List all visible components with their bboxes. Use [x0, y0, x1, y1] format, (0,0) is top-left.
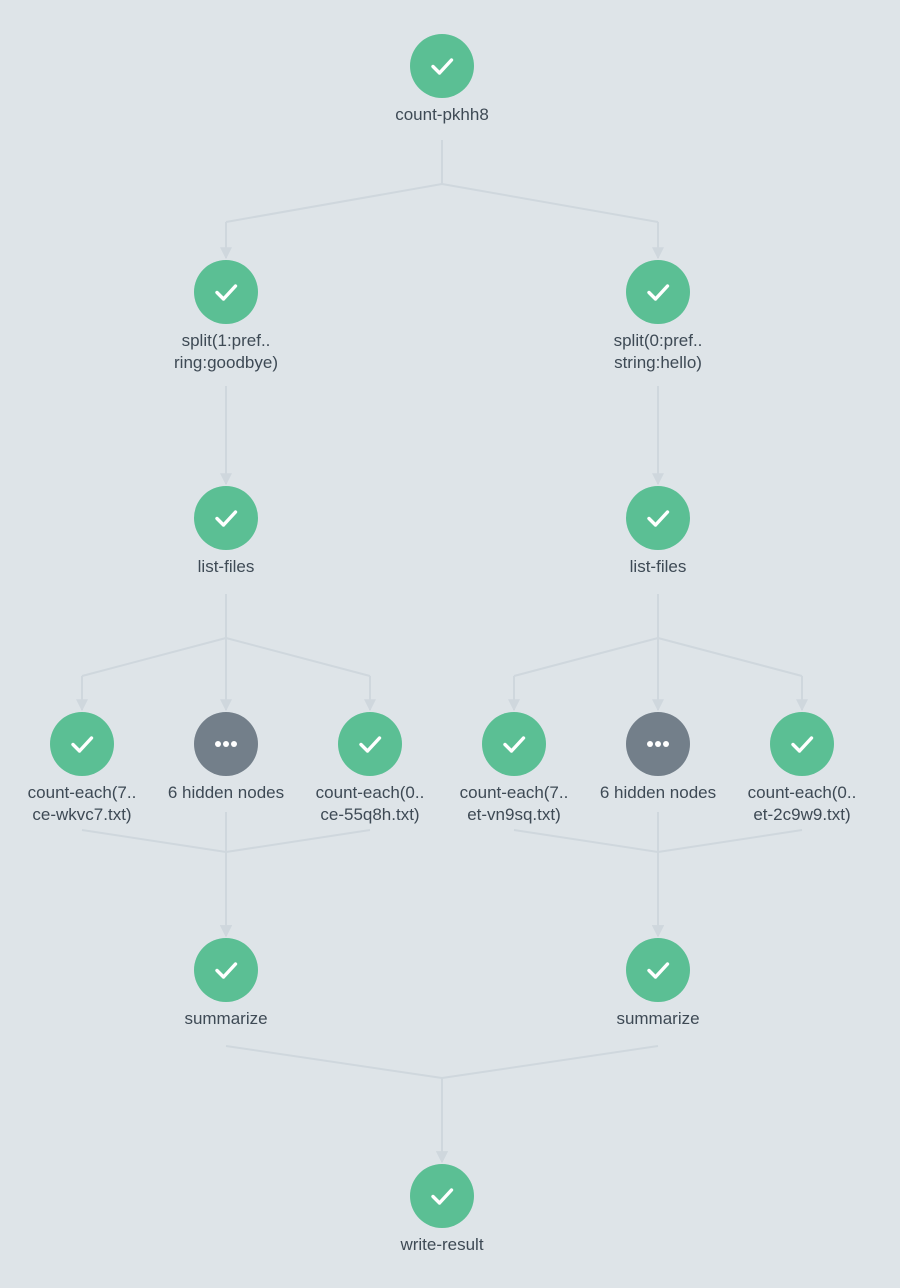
- check-icon: [355, 729, 385, 759]
- node-label-root[interactable]: count-pkhh8: [395, 105, 489, 124]
- edge-merge-ceR1-sumR: [513, 829, 659, 853]
- node-ceR2[interactable]: [770, 712, 834, 776]
- node-label-hidR[interactable]: 6 hidden nodes: [599, 783, 717, 802]
- node-label-write[interactable]: write-result: [400, 1235, 484, 1254]
- check-icon: [643, 955, 673, 985]
- check-icon: [643, 503, 673, 533]
- node-listR[interactable]: [626, 486, 690, 550]
- node-ceL1[interactable]: [50, 712, 114, 776]
- edge-branch-listR-ceR2: [657, 637, 803, 677]
- node-label-ceR2[interactable]: count-each(0.. et-2c9w9.txt): [747, 783, 857, 824]
- node-ceR1[interactable]: [482, 712, 546, 776]
- node-split0[interactable]: [626, 260, 690, 324]
- node-label-ceL2[interactable]: count-each(0.. ce-55q8h.txt): [315, 783, 425, 824]
- check-icon: [499, 729, 529, 759]
- node-hidL[interactable]: [194, 712, 258, 776]
- edge-merge-ceR2-sumR: [657, 829, 803, 853]
- check-icon: [787, 729, 817, 759]
- ellipsis-icon: [643, 729, 673, 759]
- edge-merge-sumR-write: [441, 1045, 659, 1079]
- node-hidR[interactable]: [626, 712, 690, 776]
- check-icon: [427, 51, 457, 81]
- node-listL[interactable]: [194, 486, 258, 550]
- edge-branch-listR-ceR1: [513, 637, 659, 677]
- check-icon: [211, 955, 241, 985]
- edge-merge-ceL1-sumL: [81, 829, 227, 853]
- node-ceL2[interactable]: [338, 712, 402, 776]
- edge-merge-sumL-write: [225, 1045, 443, 1079]
- node-sumL[interactable]: [194, 938, 258, 1002]
- node-sumR[interactable]: [626, 938, 690, 1002]
- edge-branch-root-split0: [441, 183, 659, 223]
- node-label-sumR[interactable]: summarize: [616, 1009, 700, 1028]
- node-label-ceR1[interactable]: count-each(7.. et-vn9sq.txt): [459, 783, 569, 824]
- node-label-split0[interactable]: split(0:pref.. string:hello): [613, 331, 703, 372]
- check-icon: [211, 503, 241, 533]
- check-icon: [67, 729, 97, 759]
- edge-branch-listL-ceL1: [81, 637, 227, 677]
- edge-branch-root-split1: [225, 183, 443, 223]
- node-write[interactable]: [410, 1164, 474, 1228]
- edge-branch-listL-ceL2: [225, 637, 371, 677]
- ellipsis-icon: [211, 729, 241, 759]
- check-icon: [643, 277, 673, 307]
- node-label-split1[interactable]: split(1:pref.. ring:goodbye): [174, 331, 278, 372]
- check-icon: [427, 1181, 457, 1211]
- node-label-hidL[interactable]: 6 hidden nodes: [167, 783, 285, 802]
- check-icon: [211, 277, 241, 307]
- node-root[interactable]: [410, 34, 474, 98]
- node-label-sumL[interactable]: summarize: [184, 1009, 268, 1028]
- node-split1[interactable]: [194, 260, 258, 324]
- node-label-ceL1[interactable]: count-each(7.. ce-wkvc7.txt): [27, 783, 137, 824]
- node-label-listL[interactable]: list-files: [197, 557, 255, 576]
- node-label-listR[interactable]: list-files: [629, 557, 687, 576]
- edge-merge-ceL2-sumL: [225, 829, 371, 853]
